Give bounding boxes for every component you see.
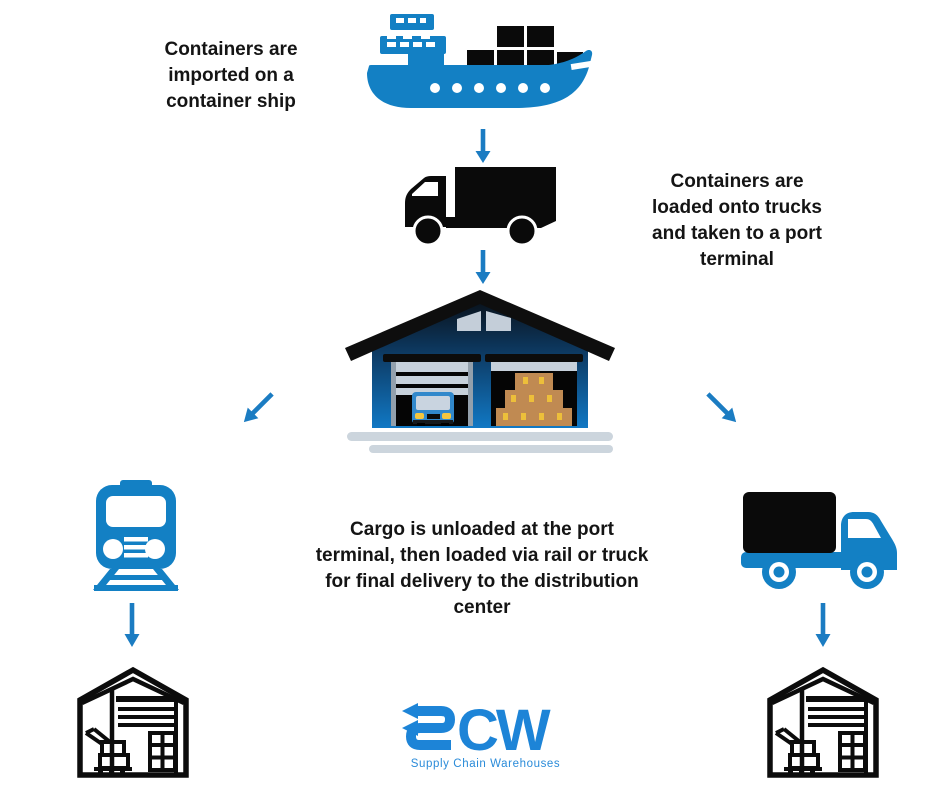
distribution-center-icon (767, 666, 879, 778)
delivery-truck-icon (741, 492, 897, 589)
step1-line1: Containers are (164, 39, 298, 60)
train-icon (93, 480, 179, 591)
diagonal-arrow-left-icon (235, 385, 281, 431)
down-arrow-icon (475, 250, 491, 284)
step3-line3: for final delivery to the distribution (325, 571, 639, 592)
scw-logo-letters: CW (401, 701, 553, 757)
step-text-import-ship: Containers are imported on a container s… (116, 37, 346, 115)
step1-line3: container ship (166, 91, 296, 112)
step-text-trucks-to-port: Containers are loaded onto trucks and ta… (617, 169, 857, 273)
down-arrow-icon (815, 603, 831, 647)
step3-line2: terminal, then loaded via rail or truck (315, 545, 649, 566)
step2-line4: terminal (700, 249, 774, 270)
step2-line1: Containers are (670, 171, 804, 192)
step1-line2: imported on a (168, 65, 294, 86)
distribution-center-icon (77, 666, 189, 778)
logo-cw-text: CW (457, 701, 551, 757)
scw-logo: CW Supply Chain Warehouses (398, 701, 573, 770)
port-terminal-warehouse-icon (345, 290, 615, 453)
step3-line1: Cargo is unloaded at the port (350, 519, 614, 540)
step-text-final-delivery: Cargo is unloaded at the port terminal, … (272, 517, 692, 621)
down-arrow-icon (124, 603, 140, 647)
down-arrow-icon (475, 129, 491, 163)
step3-line4: center (453, 597, 511, 618)
logo-subtitle: Supply Chain Warehouses (410, 758, 561, 770)
container-ship-icon (367, 14, 595, 108)
step2-line2: loaded onto trucks (652, 197, 822, 218)
logo-s-arrow-glyph (405, 706, 455, 750)
diagonal-arrow-right-icon (699, 385, 745, 431)
cargo-truck-icon (405, 167, 556, 247)
step2-line3: and taken to a port (652, 223, 822, 244)
